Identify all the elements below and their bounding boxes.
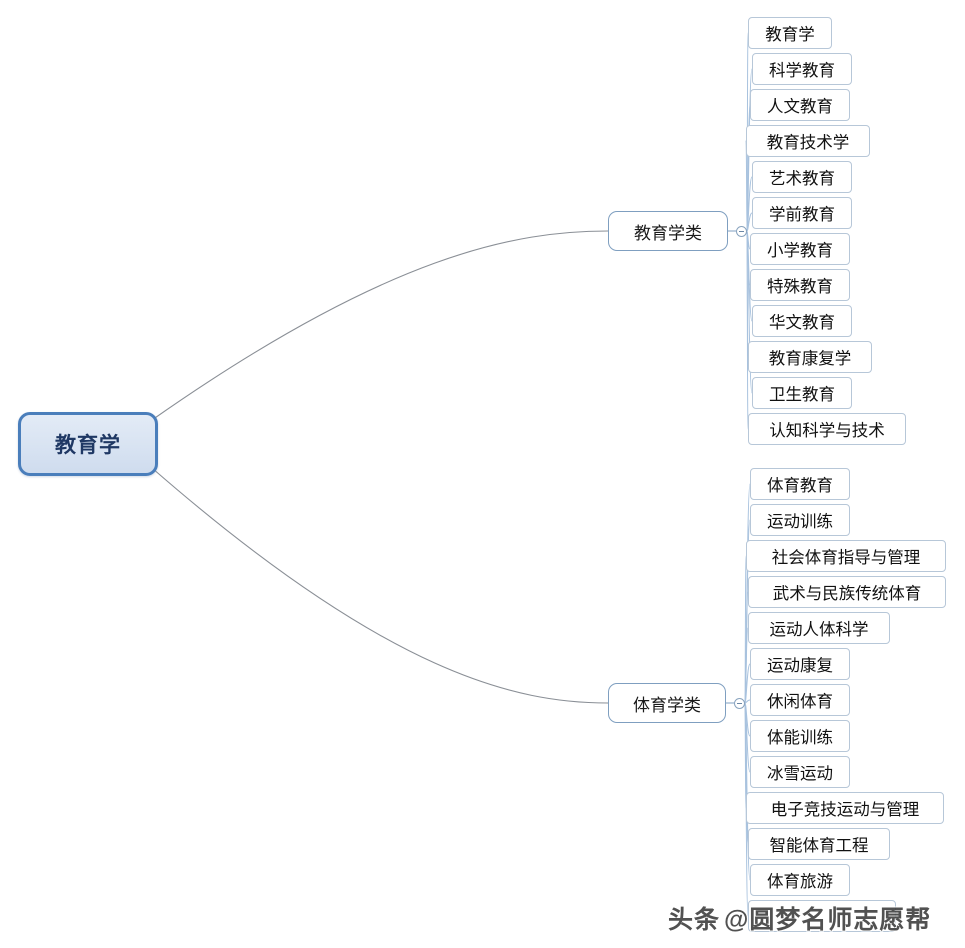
leaf-node[interactable]: 运动人体科学	[748, 612, 890, 644]
leaf-node[interactable]: 卫生教育	[752, 377, 852, 409]
leaf-node[interactable]: 体能训练	[750, 720, 850, 752]
main-edges	[151, 230, 737, 704]
leaf-node[interactable]: 教育学	[748, 17, 832, 49]
leaf-node[interactable]: 小学教育	[750, 233, 850, 265]
leaf-node[interactable]: 电子竞技运动与管理	[746, 792, 944, 824]
leaf-node[interactable]: 华文教育	[752, 305, 852, 337]
leaf-node[interactable]: 体育旅游	[750, 864, 850, 896]
leaf-node[interactable]: 认知科学与技术	[748, 413, 906, 445]
leaf-node[interactable]: 休闲体育	[750, 684, 850, 716]
branch-node-branch-sports[interactable]: 体育学类	[608, 683, 726, 723]
leaf-node[interactable]: 人文教育	[750, 89, 850, 121]
leaf-node[interactable]: 教育技术学	[746, 125, 870, 157]
leaf-node[interactable]: 教育康复学	[748, 341, 872, 373]
leaf-node[interactable]: 艺术教育	[752, 161, 852, 193]
branch-node-branch-education[interactable]: 教育学类	[608, 211, 728, 251]
watermark-prefix: 头条	[668, 906, 721, 934]
leaf-node[interactable]: 特殊教育	[750, 269, 850, 301]
leaf-node[interactable]	[748, 900, 896, 932]
root-node[interactable]: 教育学	[18, 412, 158, 476]
watermark-handle: @圆梦名师志愿帮	[724, 906, 932, 934]
leaf-node[interactable]: 武术与民族传统体育	[748, 576, 946, 608]
leaf-node[interactable]: 冰雪运动	[750, 756, 850, 788]
leaf-node[interactable]: 运动训练	[750, 504, 850, 536]
watermark: 头条 @圆梦名师志愿帮	[668, 900, 931, 936]
leaf-node[interactable]: 智能体育工程	[748, 828, 890, 860]
leaf-node[interactable]: 科学教育	[752, 53, 852, 85]
leaf-node[interactable]: 运动康复	[750, 648, 850, 680]
collapse-toggle-branch-education[interactable]	[736, 225, 747, 237]
leaf-node[interactable]: 学前教育	[752, 197, 852, 229]
leaf-node[interactable]: 体育教育	[750, 468, 850, 500]
leaf-node[interactable]: 社会体育指导与管理	[746, 540, 946, 572]
collapse-toggle-branch-sports[interactable]	[734, 697, 745, 709]
